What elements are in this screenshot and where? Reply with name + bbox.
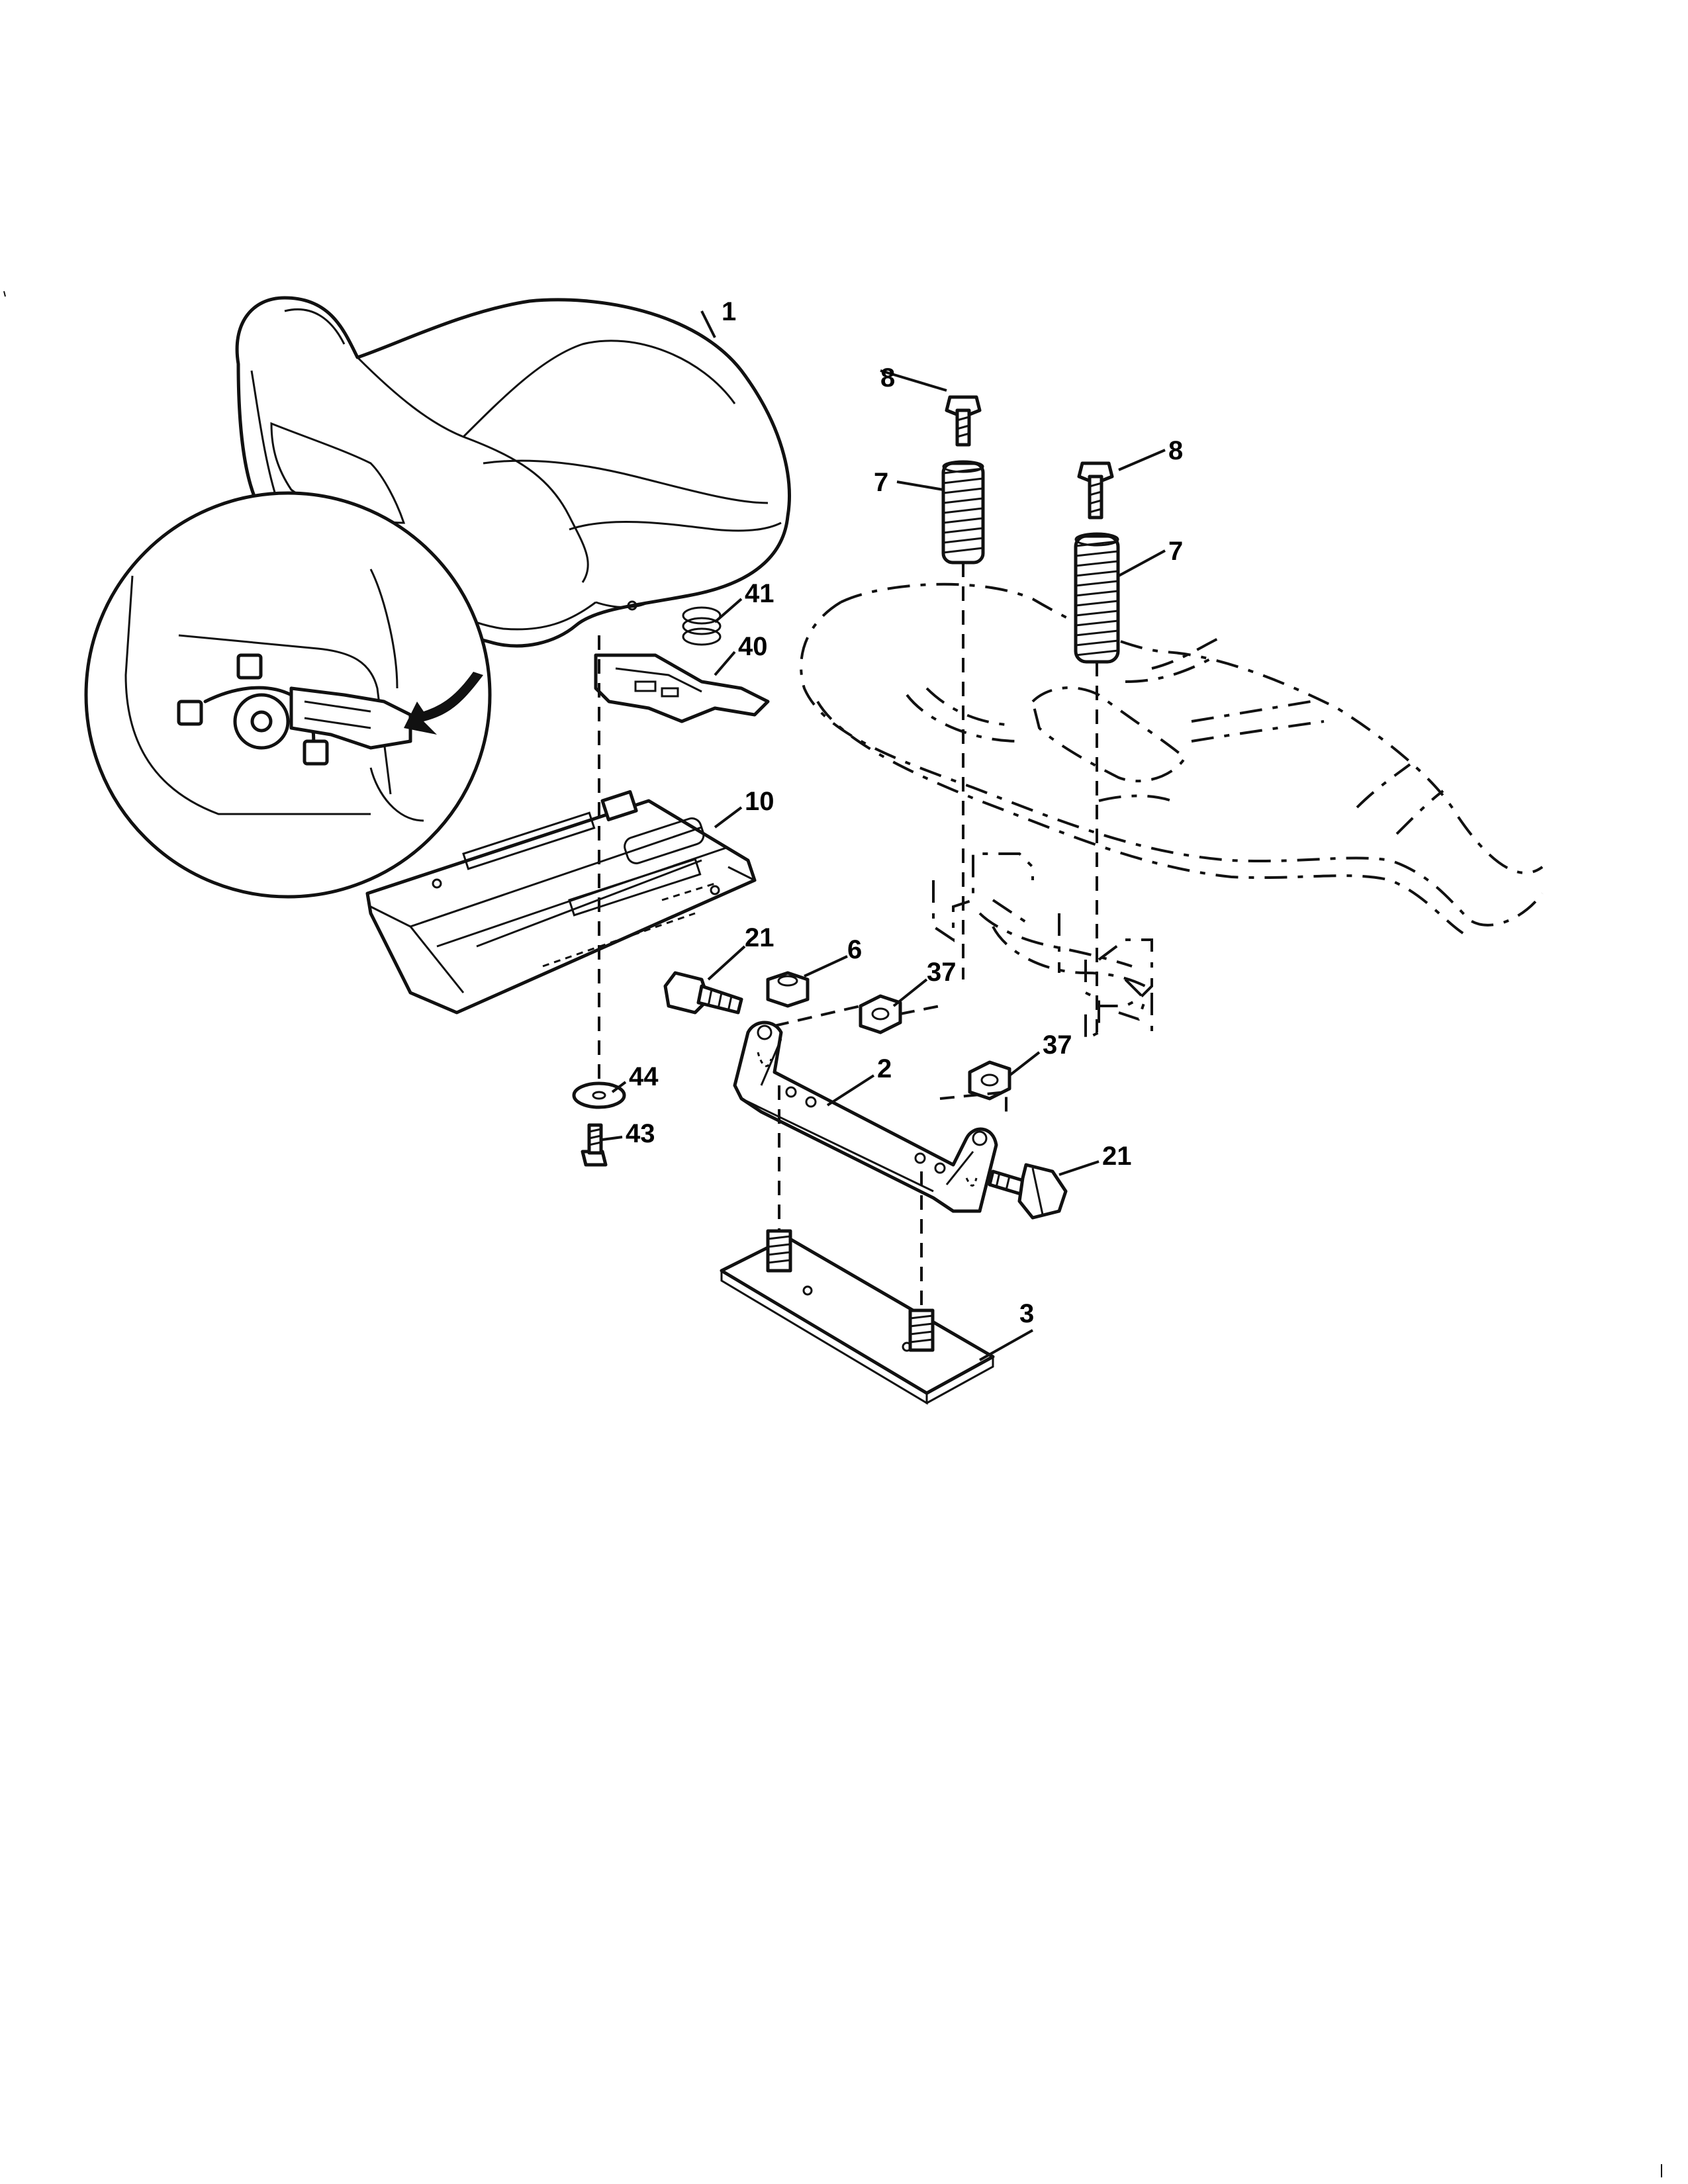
spring-41	[682, 606, 722, 646]
callout-2: 2	[877, 1054, 892, 1083]
bolt-8-left	[945, 395, 982, 447]
detail-arrow-icon	[404, 672, 483, 735]
bolt-8-right	[1077, 461, 1114, 520]
callout-44: 44	[629, 1062, 659, 1091]
bolt-43	[581, 1123, 608, 1167]
seat-pan-10	[365, 790, 757, 1015]
bracket-2	[733, 1021, 998, 1213]
washer-44	[572, 1081, 626, 1109]
spring-7-left	[941, 460, 985, 565]
callout-1: 1	[722, 297, 736, 326]
callout-3: 3	[1019, 1299, 1034, 1328]
callout-8-right: 8	[1168, 436, 1183, 465]
bolt-21-left	[663, 971, 743, 1015]
callout-37-lower: 37	[1043, 1030, 1072, 1060]
nut-6	[766, 971, 810, 1008]
bolt-21-right	[988, 1163, 1068, 1220]
callout-7-right: 7	[1168, 537, 1183, 566]
mounting-plate-3	[720, 1229, 995, 1405]
assembly-lines	[598, 563, 1098, 1310]
callout-21-left: 21	[745, 923, 774, 952]
callout-6: 6	[847, 935, 862, 964]
leaders	[602, 310, 1166, 1361]
chassis-frame-phantom	[800, 582, 1544, 1042]
callout-labels: 1 8 8 7 7 41 40 10 21 6 37 37 2 21 44 43…	[626, 297, 1183, 1328]
callout-40: 40	[738, 632, 768, 661]
callout-7-left: 7	[874, 468, 888, 497]
nut-37-upper	[859, 994, 902, 1034]
callout-21-right: 21	[1102, 1142, 1132, 1171]
detail-inset	[84, 491, 492, 899]
callout-43: 43	[626, 1119, 655, 1148]
callout-10: 10	[745, 787, 774, 816]
latch-plate-40	[594, 653, 770, 723]
callout-41: 41	[745, 579, 774, 608]
spring-7-right	[1074, 532, 1120, 664]
callout-8-left: 8	[880, 363, 895, 392]
callout-37-upper: 37	[927, 958, 957, 987]
nut-37-lower	[968, 1060, 1011, 1101]
margin-mark	[3, 291, 6, 297]
